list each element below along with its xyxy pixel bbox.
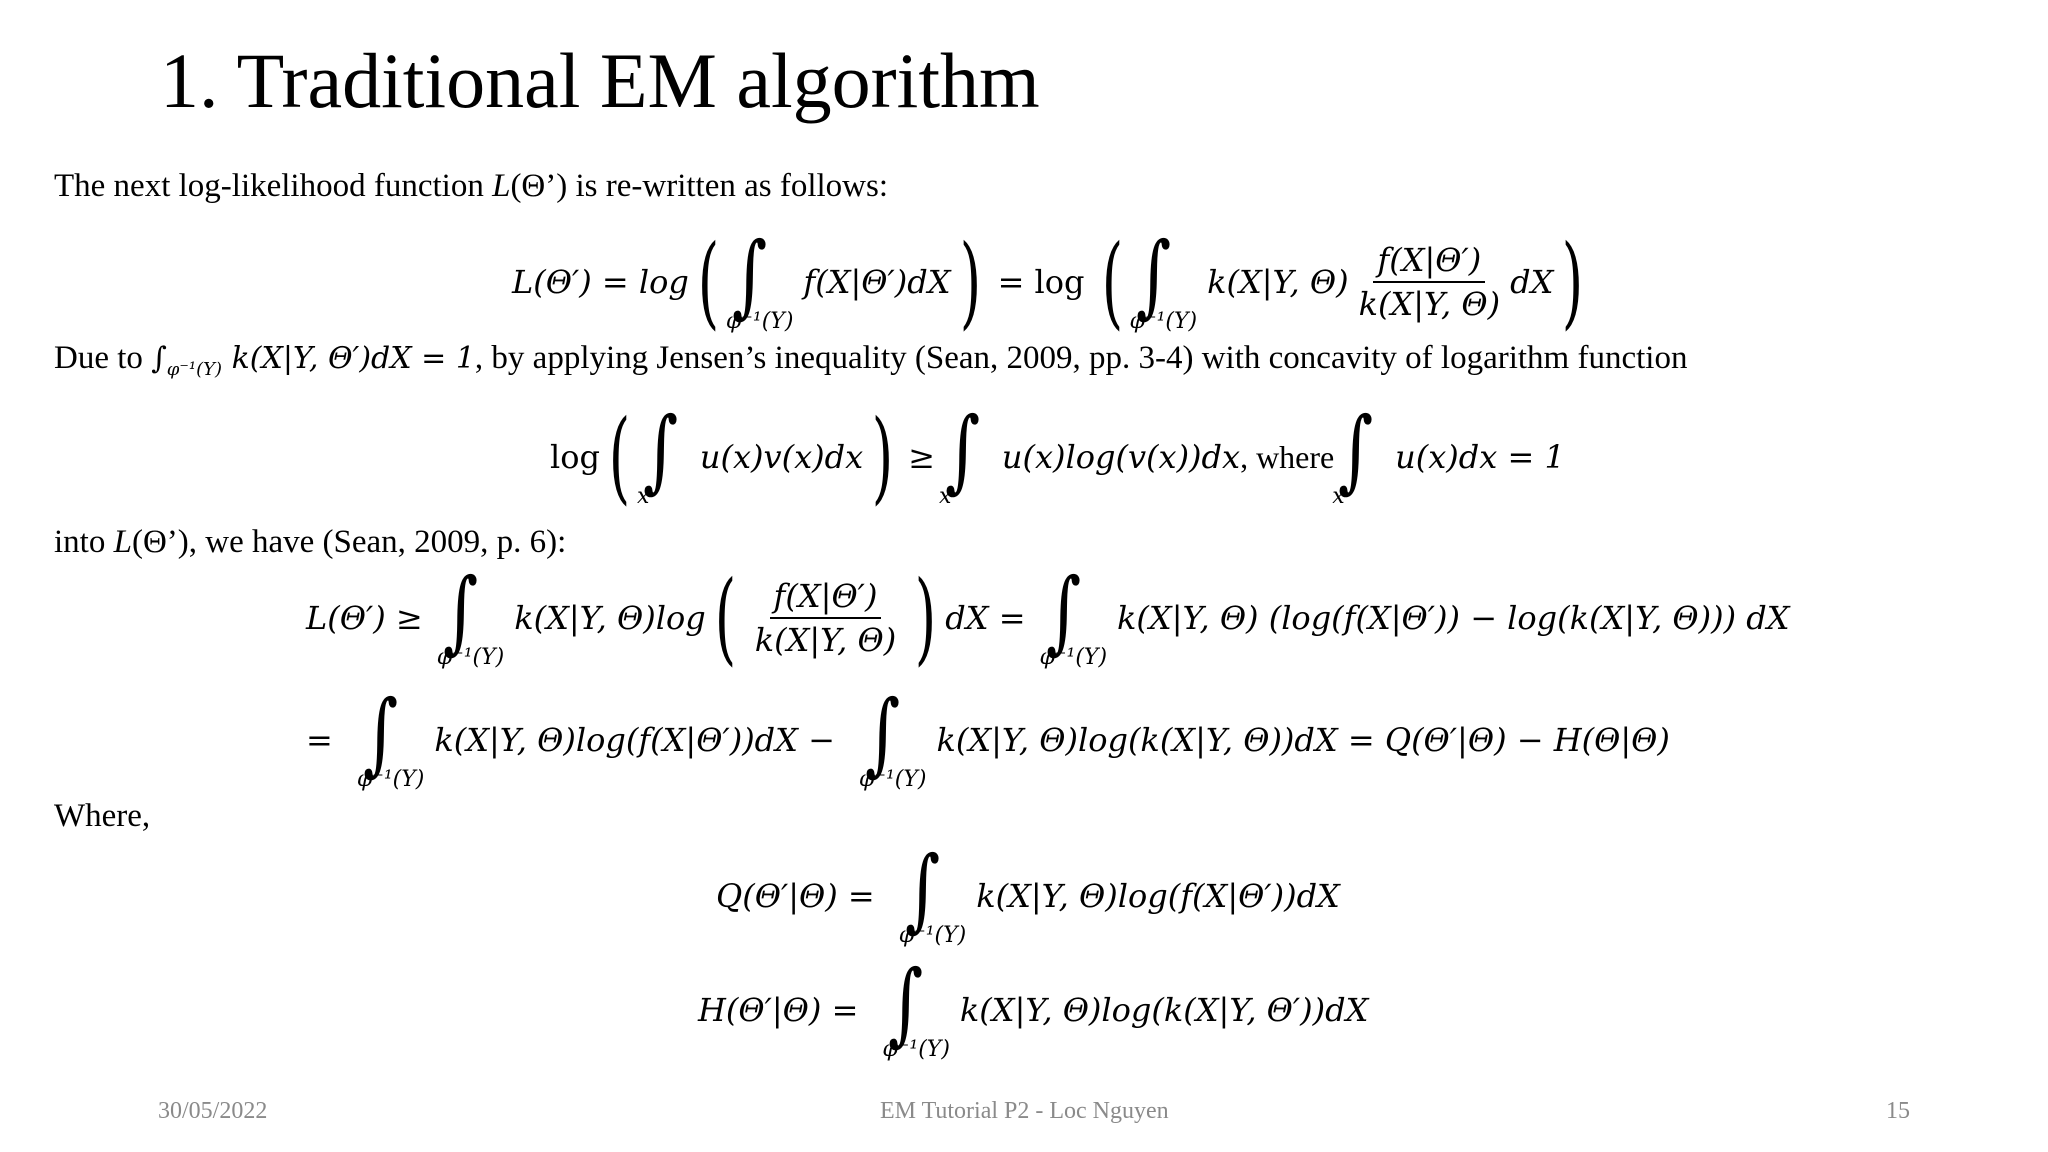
- where-label: Where,: [54, 798, 151, 834]
- intro-L-symbol: L: [492, 168, 511, 204]
- slide-title: 1. Traditional EM algorithm: [160, 37, 1040, 124]
- intro-paragraph: The next log-likelihood function L(Θ’) i…: [54, 166, 888, 206]
- integral-icon: ∫φ⁻¹(Y): [1039, 558, 1108, 670]
- eq1-lhs: L(Θ′) = log: [512, 263, 689, 301]
- footer-date: 30/05/2022: [158, 1098, 268, 1124]
- footer-page-number: 15: [1886, 1098, 1910, 1124]
- equation-q-definition: Q(Θ′|Θ) = ∫φ⁻¹(Y) k(X|Y, Θ)log(f(X|Θ′))d…: [716, 836, 1340, 956]
- into-text-post: (Θ’), we have (Sean, 2009, p. 6):: [131, 524, 567, 560]
- integral-icon: ∫x: [938, 397, 981, 509]
- equation-log-likelihood: L(Θ′) = log ( ∫φ⁻¹(Y) f(X|Θ′)dX ) = log …: [512, 222, 1592, 342]
- integral-icon: ∫φ⁻¹(Y): [436, 558, 505, 670]
- jensen-integrand1: u(x)v(x)dx: [699, 438, 864, 476]
- eq2-integrand2: k(X|Y, Θ) (log(f(X|Θ′)) − log(k(X|Y, Θ))…: [1117, 599, 1790, 637]
- integral-icon: ∫φ⁻¹(Y): [356, 680, 425, 792]
- eq1-mid: = log: [997, 263, 1085, 301]
- left-paren: (: [714, 559, 736, 676]
- left-paren: (: [697, 223, 720, 340]
- due-to-text: Due to: [54, 340, 152, 376]
- equation-h-definition: H(Θ′|Θ) = ∫φ⁻¹(Y) k(X|Y, Θ)log(k(X|Y, Θ′…: [698, 950, 1368, 1070]
- equation-lower-bound: L(Θ′) ≥ ∫φ⁻¹(Y) k(X|Y, Θ)log ( f(X|Θ′)k(…: [306, 558, 1790, 678]
- eq2-dX: dX =: [945, 599, 1026, 637]
- right-paren: ): [959, 223, 981, 340]
- h-lhs: H(Θ′|Θ) =: [698, 991, 859, 1029]
- integral-icon: ∫φ⁻¹(Y): [898, 836, 967, 948]
- integral-icon: ∫x: [637, 397, 679, 509]
- inline-integral: ∫φ⁻¹(Y) k(X|Y, Θ′)dX = 1: [151, 341, 475, 380]
- left-paren: (: [608, 398, 631, 515]
- eq3-integrand2: k(X|Y, Θ)log(k(X|Y, Θ))dX = Q(Θ′|Θ) − H(…: [936, 721, 1670, 759]
- q-integrand: k(X|Y, Θ)log(f(X|Θ′))dX: [976, 877, 1340, 915]
- equation-q-minus-h: = ∫φ⁻¹(Y) k(X|Y, Θ)log(f(X|Θ′))dX − ∫φ⁻¹…: [306, 680, 1670, 800]
- right-paren: ): [871, 398, 894, 515]
- right-paren: ): [915, 559, 937, 676]
- q-lhs: Q(Θ′|Θ) =: [716, 877, 875, 915]
- jensen-integrand2: u(x)log(v(x))dx: [1001, 438, 1241, 476]
- left-paren: (: [1101, 223, 1123, 340]
- intro-text-post: (Θ’) is re-written as follows:: [510, 168, 889, 204]
- h-integrand: k(X|Y, Θ)log(k(X|Y, Θ′))dX: [959, 991, 1369, 1029]
- integral-icon: ∫φ⁻¹(Y): [858, 680, 927, 792]
- into-paragraph: into L(Θ’), we have (Sean, 2009, p. 6):: [54, 522, 566, 562]
- eq3-integrand1: k(X|Y, Θ)log(f(X|Θ′))dX −: [434, 721, 835, 759]
- jensen-log: log: [550, 438, 600, 476]
- eq2-lhs: L(Θ′) ≥: [306, 599, 423, 637]
- eq3-lhs: =: [306, 721, 333, 759]
- eq2-fraction: f(X|Θ′)k(X|Y, Θ): [754, 577, 897, 659]
- eq2-integrand1: k(X|Y, Θ)log: [514, 599, 706, 637]
- equation-jensen: log ( ∫x u(x)v(x)dx ) ≥ ∫x u(x)log(v(x))…: [550, 392, 1565, 522]
- footer-title: EM Tutorial P2 - Loc Nguyen: [880, 1098, 1169, 1124]
- jensen-where: , where: [1240, 438, 1335, 475]
- jensen-integrand3: u(x)dx = 1: [1395, 438, 1565, 476]
- intro-text: The next log-likelihood function: [54, 168, 493, 204]
- eq1-integrand2: k(X|Y, Θ): [1207, 263, 1349, 301]
- into-L-symbol: L: [113, 524, 132, 560]
- eq1-fraction: f(X|Θ′)k(X|Y, Θ): [1358, 241, 1501, 323]
- due-to-paragraph: Due to ∫φ⁻¹(Y) k(X|Y, Θ′)dX = 1, by appl…: [54, 338, 1687, 390]
- eq1-integrand1: f(X|Θ′)dX: [803, 263, 951, 301]
- integral-icon: ∫φ⁻¹(Y): [1129, 222, 1198, 334]
- right-paren: ): [1562, 223, 1584, 340]
- eq1-dX: dX: [1510, 263, 1554, 301]
- into-text: into: [54, 524, 114, 560]
- integral-icon: ∫φ⁻¹(Y): [882, 950, 950, 1062]
- geq-symbol: ≥: [908, 438, 935, 476]
- due-to-text-post: , by applying Jensen’s inequality (Sean,…: [474, 340, 1688, 376]
- integral-icon: ∫x: [1332, 397, 1374, 509]
- integral-icon: ∫φ⁻¹(Y): [725, 222, 794, 334]
